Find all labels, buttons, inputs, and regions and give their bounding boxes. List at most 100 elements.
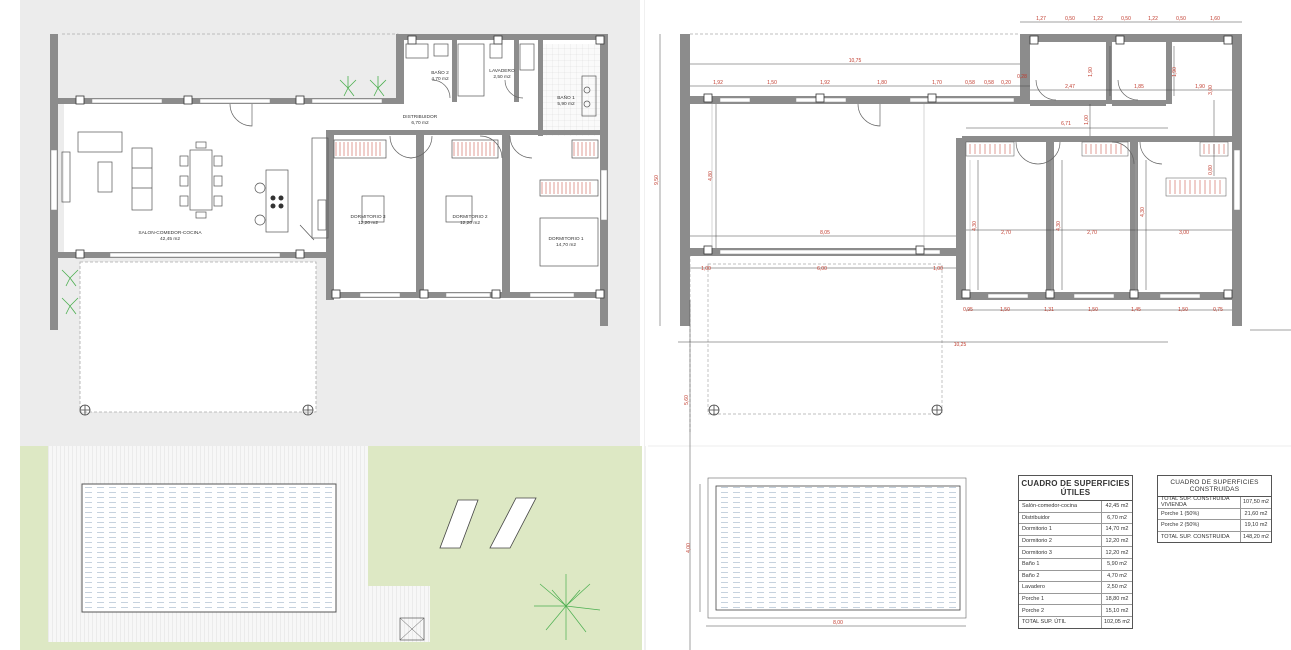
useful-area-table-title: CUADRO DE SUPERFICIES ÚTILES: [1019, 476, 1132, 501]
bath1-tiles: [540, 44, 600, 136]
dim-bedroom-width-2: 3,00: [1179, 230, 1189, 236]
dim-top-1: 0,50: [1065, 16, 1075, 22]
room-area-dorm3: 12,20 m2: [358, 220, 378, 226]
room-area-dorm1: 14,70 m2: [556, 242, 576, 248]
room-area-bano2: 4,70 m2: [431, 76, 449, 82]
dim-bottom-3: 1,50: [1088, 307, 1098, 313]
dim-top-5: 0,50: [1176, 16, 1186, 22]
room-area-distribuidor: 6,70 m2: [411, 120, 429, 126]
pool-equipment-box: [399, 617, 425, 641]
dim-bedroom-height-1: 4,30: [1056, 221, 1062, 231]
dim-height-living: 4,80: [708, 171, 714, 181]
dim-corridor-1: 1,00: [1084, 115, 1090, 125]
dim-overall-length: 10,25: [954, 342, 967, 348]
plants: [61, 76, 387, 315]
dim-bottom-1: 1,50: [1000, 307, 1010, 313]
pool-plan: [715, 485, 961, 611]
table-row: Porche 1 (50%)21,60 m2: [1158, 508, 1271, 521]
dim-bedroom-width-0: 2,70: [1001, 230, 1011, 236]
dim-porch-0: 1,00: [701, 266, 711, 272]
dim-corridor-0: 6,71: [1061, 121, 1071, 127]
dim-upper-5: 3,00: [1208, 85, 1214, 95]
bath-fixtures: [405, 43, 597, 117]
right-porch-pillars: [708, 404, 943, 416]
right-plan-background: [645, 0, 1291, 446]
room-area-salon: 42,45 m2: [160, 236, 180, 242]
dim-facade-4: 1,70: [932, 80, 942, 86]
room-area-dorm2: 12,20 m2: [460, 220, 480, 226]
cooktop-icon: [270, 195, 284, 209]
dim-facade-6: 0,58: [984, 80, 994, 86]
built-area-table-title: CUADRO DE SUPERFICIES CONSTRUIDAS: [1158, 476, 1271, 497]
dim-upper-4: 1,90: [1172, 67, 1178, 77]
dim-top-0: 1,27: [1036, 16, 1046, 22]
dim-upper-1: 1,85: [1134, 84, 1144, 90]
deck-extension: [368, 586, 430, 642]
dim-salon-width: 8,05: [820, 230, 830, 236]
dim-facade-1: 1,50: [767, 80, 777, 86]
room-label-bano2: BAÑO 2: [431, 69, 449, 76]
dimension-labels: 1,27 0,50 1,22 0,50 1,22 0,50 1,60 10,75…: [654, 16, 1223, 626]
dimension-lines: [659, 21, 1291, 650]
dim-top-3: 0,50: [1121, 16, 1131, 22]
dim-facade-2: 1,92: [820, 80, 830, 86]
right-doors: [857, 79, 1163, 165]
right-column-markers: [703, 35, 1233, 299]
pool-equipment-cross: [399, 617, 425, 641]
dim-facade-5: 0,58: [965, 80, 975, 86]
dim-top-4: 1,22: [1148, 16, 1158, 22]
room-label-dorm1: DORMITORIO 1: [548, 236, 583, 242]
dim-height-total: 9,50: [654, 175, 660, 185]
dim-bedroom-height-0: 4,30: [972, 221, 978, 231]
dim-pool-width: 8,00: [833, 620, 843, 626]
dim-upper-0: 2,47: [1065, 84, 1075, 90]
dim-facade-7: 0,20: [1001, 80, 1011, 86]
dim-facade-0: 1,92: [713, 80, 723, 86]
dim-overall-width: 10,75: [849, 58, 862, 64]
dim-top-2: 1,22: [1093, 16, 1103, 22]
porch-1: [79, 261, 317, 413]
doors: [229, 79, 533, 159]
dim-pool-depth: 4,00: [686, 543, 692, 553]
dim-bottom-5: 1,50: [1178, 307, 1188, 313]
room-labels: BAÑO 2 4,70 m2 LAVADERO 2,50 m2 BAÑO 1 5…: [138, 68, 583, 248]
dim-bottom-2: 1,31: [1044, 307, 1054, 313]
dim-facade-3: 1,80: [877, 80, 887, 86]
dim-bottom-4: 1,45: [1131, 307, 1141, 313]
built-area-table: CUADRO DE SUPERFICIES CONSTRUIDAS TOTAL …: [1157, 475, 1272, 544]
room-label-lavadero: LAVADERO: [489, 68, 515, 74]
dim-upper-6: 0,80: [1208, 165, 1214, 175]
palm-tree: [534, 574, 601, 640]
dim-bottom-0: 0,95: [963, 307, 973, 313]
room-area-lavadero: 2,50 m2: [493, 74, 511, 80]
table-row: Porche 2 (50%)19,10 m2: [1158, 520, 1271, 532]
porch-pillars: [79, 404, 314, 416]
dim-bottom-6: 0,75: [1213, 307, 1223, 313]
right-floor-plan: 1,27 0,50 1,22 0,50 1,22 0,50 1,60 10,75…: [644, 0, 1291, 650]
room-label-dorm2: DORMITORIO 2: [452, 214, 487, 220]
dim-porch-depth: 5,60: [684, 395, 690, 405]
living-furniture: [61, 131, 329, 241]
dim-porch-1: 6,00: [817, 266, 827, 272]
room-label-distribuidor: DISTRIBUIDOR: [403, 114, 438, 120]
room-label-bano1: BAÑO 1: [557, 94, 575, 101]
dim-bedroom-height-2: 4,30: [1140, 207, 1146, 217]
dim-upper-3: 1,90: [1088, 67, 1094, 77]
dim-facade-8: 0,28: [1017, 74, 1027, 80]
pool: [81, 483, 337, 613]
sun-loungers: [439, 497, 537, 549]
dim-top-6: 1,60: [1210, 16, 1220, 22]
dim-upper-2: 1,90: [1195, 84, 1205, 90]
